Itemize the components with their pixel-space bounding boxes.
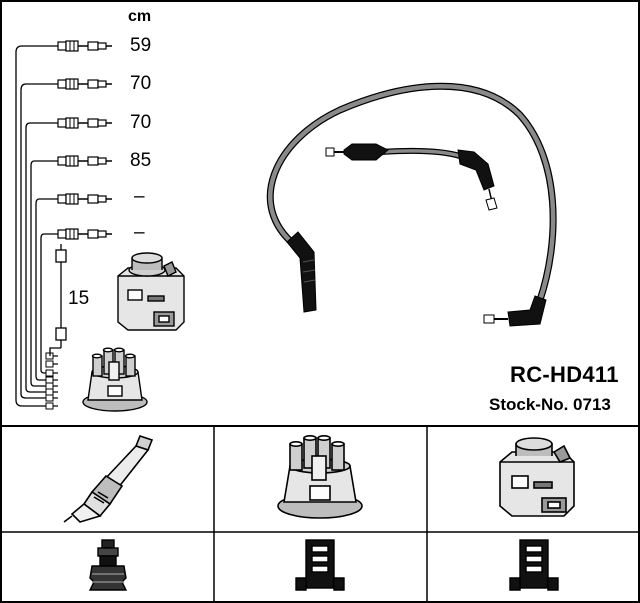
spark-plug-icon — [63, 435, 154, 523]
cable-length-6: – — [134, 222, 145, 243]
cable-length-2: 70 — [130, 73, 152, 94]
lead-end-pins — [45, 352, 59, 410]
ignition-cable-loop — [266, 82, 557, 327]
ignition-coil-icon — [499, 437, 575, 517]
cable-length-3: 70 — [130, 112, 152, 133]
length-unit-label: cm — [128, 8, 152, 25]
cable-length-1: 59 — [130, 35, 152, 56]
lead-bundle — [15, 45, 58, 407]
coil-terminal-icon — [509, 539, 559, 591]
ignition-coil-drawing — [117, 252, 185, 331]
lead-terminals — [57, 40, 113, 240]
distributor-cap-drawing — [82, 347, 148, 412]
short-cable — [325, 143, 498, 211]
distributor-cap-icon — [277, 434, 363, 519]
cap-terminal-icon — [295, 539, 345, 591]
stock-number: Stock-No. 0713 — [489, 395, 611, 414]
model-number: RC-HD411 — [510, 362, 619, 387]
cable-length-5: – — [134, 186, 145, 207]
cable-length-4: 85 — [130, 150, 152, 171]
coil-lead — [49, 244, 67, 356]
plug-terminal-icon — [88, 539, 128, 591]
coil-lead-length: 15 — [68, 288, 90, 309]
